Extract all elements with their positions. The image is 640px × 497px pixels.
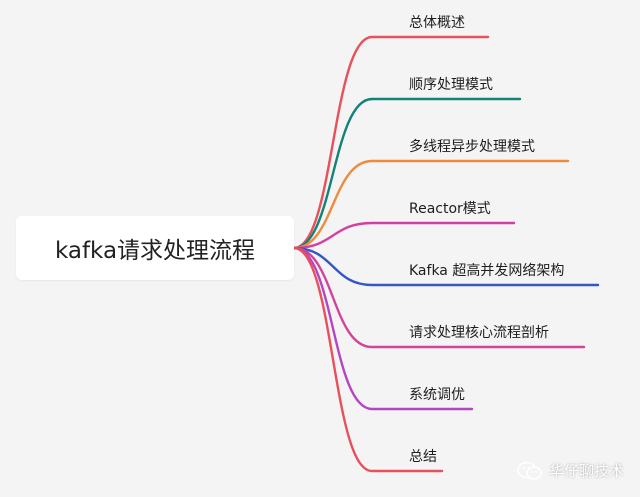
branch-label-multithread[interactable]: 多线程异步处理模式 — [409, 139, 535, 155]
connector-core-flow — [292, 246, 586, 349]
connector-sequential — [292, 97, 522, 250]
connector-summary — [292, 246, 444, 473]
connector-network-arch — [292, 246, 600, 287]
branch-label-overview[interactable]: 总体概述 — [409, 15, 465, 31]
branch-label-sequential[interactable]: 顺序处理模式 — [409, 77, 493, 93]
connector-multithread — [292, 159, 570, 250]
branch-label-core-flow[interactable]: 请求处理核心流程剖析 — [409, 325, 549, 341]
branch-label-reactor[interactable]: Reactor模式 — [409, 201, 491, 217]
connector-tuning — [292, 246, 474, 411]
watermark: 华仔聊技术 — [517, 460, 624, 481]
watermark-text: 华仔聊技术 — [548, 462, 624, 480]
branch-label-tuning[interactable]: 系统调优 — [409, 387, 465, 403]
connector-reactor — [292, 221, 516, 250]
root-node-label: kafka请求处理流程 — [54, 238, 256, 264]
branch-label-network-arch[interactable]: Kafka 超高并发网络架构 — [409, 263, 565, 279]
connector-overview — [292, 35, 490, 250]
wechat-icon — [517, 461, 542, 480]
root-node[interactable]: kafka请求处理流程 — [16, 216, 294, 280]
branch-label-summary[interactable]: 总结 — [409, 449, 437, 465]
